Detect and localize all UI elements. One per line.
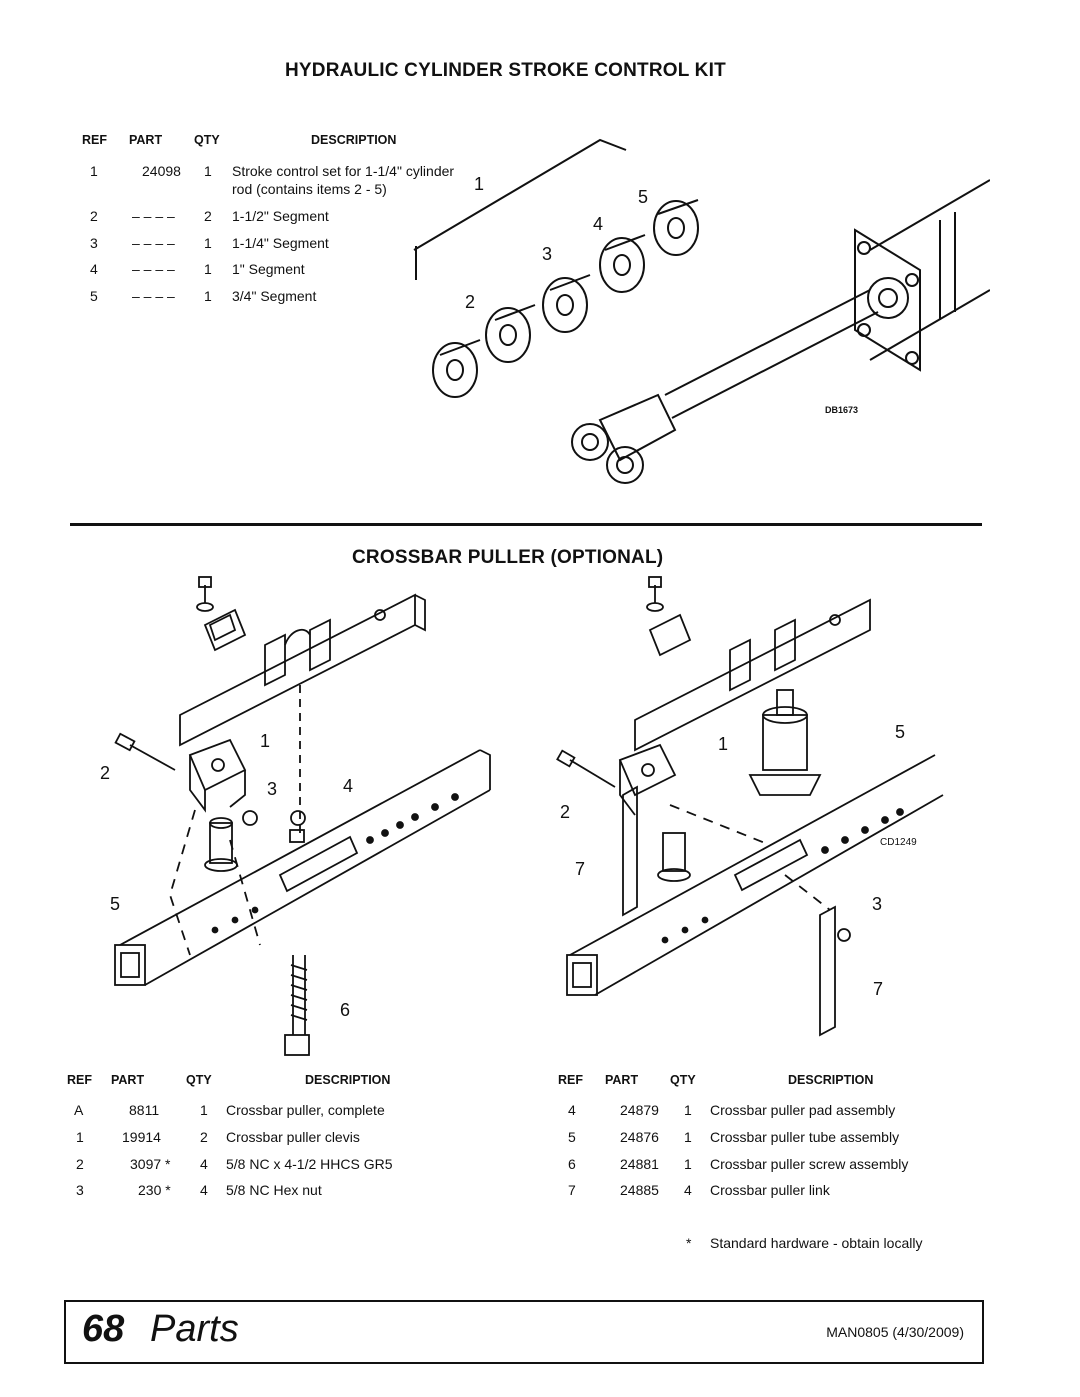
puller-row-ref: 6 [568, 1156, 576, 1172]
puller-row-part: 24876 [620, 1129, 659, 1145]
kit-header-ref: REF [82, 133, 107, 147]
puller-row-qty: 1 [684, 1129, 692, 1145]
kit-row-part: – – – – [132, 261, 175, 277]
kit-row-qty: 1 [204, 163, 212, 179]
kit-row-desc: Stroke control set for 1-1/4" cylinder [232, 163, 455, 179]
kit-row-qty: 1 [204, 235, 212, 251]
puller-right-header-part: PART [605, 1073, 639, 1087]
right-label-5: 5 [895, 722, 905, 742]
kit-row-part: 24098 [142, 163, 181, 179]
puller-row-qty: 2 [200, 1129, 208, 1145]
puller-left-header-qty: QTY [186, 1073, 212, 1087]
puller-left-header-ref: REF [67, 1073, 92, 1087]
puller-left-header-description: DESCRIPTION [305, 1073, 391, 1087]
kit-section-title: HYDRAULIC CYLINDER STROKE CONTROL KIT [285, 60, 726, 81]
kit-label-3: 3 [542, 244, 552, 264]
puller-right-header-qty: QTY [670, 1073, 696, 1087]
kit-row-qty: 2 [204, 208, 212, 224]
puller-row-desc: 5/8 NC Hex nut [226, 1182, 322, 1198]
puller-row-part: 24881 [620, 1156, 659, 1172]
document-id: MAN0805 (4/30/2009) [826, 1324, 964, 1340]
crossbar-puller-diagram-right: 1 2 3 5 7 7 CD1249 [556, 576, 944, 1037]
puller-row-part: 8811 [129, 1102, 160, 1118]
kit-header-qty: QTY [194, 133, 220, 147]
section-divider [70, 523, 982, 526]
puller-section-title: CROSSBAR PULLER (OPTIONAL) [352, 547, 664, 568]
left-label-3: 3 [267, 779, 277, 799]
page-section-name: Parts [150, 1308, 239, 1350]
footnote-text: Standard hardware - obtain locally [710, 1235, 923, 1251]
right-label-7a: 7 [575, 859, 585, 879]
crossbar-puller-diagram-left: 1 2 3 4 5 6 [100, 576, 491, 1056]
footnote-star: * [686, 1235, 692, 1251]
puller-row-qty: 1 [684, 1156, 692, 1172]
puller-row-qty: 4 [200, 1182, 208, 1198]
puller-left-header-part: PART [111, 1073, 145, 1087]
right-drawing-code: CD1249 [880, 837, 917, 848]
right-label-1: 1 [718, 734, 728, 754]
kit-row-ref: 4 [90, 261, 98, 277]
kit-header-part: PART [129, 133, 163, 147]
left-label-5: 5 [110, 894, 120, 914]
kit-row-part: – – – – [132, 208, 175, 224]
puller-row-desc: Crossbar puller, complete [226, 1102, 385, 1118]
right-label-2: 2 [560, 802, 570, 822]
puller-row-ref: 1 [76, 1129, 84, 1145]
puller-right-header-ref: REF [558, 1073, 583, 1087]
right-label-7b: 7 [873, 979, 883, 999]
kit-row-ref: 2 [90, 208, 98, 224]
puller-row-desc: Crossbar puller link [710, 1182, 830, 1198]
puller-row-qty: 4 [200, 1156, 208, 1172]
left-label-2: 2 [100, 763, 110, 783]
puller-row-desc: Crossbar puller screw assembly [710, 1156, 909, 1172]
puller-row-ref: 2 [76, 1156, 84, 1172]
kit-row-desc: 1-1/4" Segment [232, 235, 329, 251]
kit-row-desc: 1" Segment [232, 261, 305, 277]
kit-row-part: – – – – [132, 235, 175, 251]
puller-row-part: 3097 * [130, 1156, 171, 1172]
puller-row-ref: 4 [568, 1102, 576, 1118]
kit-row-ref: 1 [90, 163, 98, 179]
puller-row-part: 230 * [138, 1182, 171, 1198]
puller-row-qty: 1 [684, 1102, 692, 1118]
puller-row-qty: 4 [684, 1182, 692, 1198]
kit-label-4: 4 [593, 214, 603, 234]
kit-label-2: 2 [465, 292, 475, 312]
left-label-4: 4 [343, 776, 353, 796]
right-label-3: 3 [872, 894, 882, 914]
kit-row-ref: 3 [90, 235, 98, 251]
puller-right-header-description: DESCRIPTION [788, 1073, 874, 1087]
puller-row-qty: 1 [200, 1102, 208, 1118]
puller-row-ref: 3 [76, 1182, 84, 1198]
kit-row-qty: 1 [204, 288, 212, 304]
puller-row-ref: 7 [568, 1182, 576, 1198]
puller-row-part: 24879 [620, 1102, 659, 1118]
kit-drawing-code: DB1673 [825, 405, 858, 415]
puller-row-desc: 5/8 NC x 4-1/2 HHCS GR5 [226, 1156, 393, 1172]
puller-row-ref: A [74, 1102, 84, 1118]
puller-row-desc: Crossbar puller tube assembly [710, 1129, 900, 1145]
puller-row-desc: Crossbar puller pad assembly [710, 1102, 896, 1118]
kit-row-ref: 5 [90, 288, 98, 304]
kit-row-desc: 1-1/2" Segment [232, 208, 329, 224]
page-number: 68 [82, 1308, 125, 1350]
left-label-6: 6 [340, 1000, 350, 1020]
kit-row-qty: 1 [204, 261, 212, 277]
puller-row-part: 24885 [620, 1182, 659, 1198]
kit-row-desc: 3/4" Segment [232, 288, 317, 304]
kit-row-part: – – – – [132, 288, 175, 304]
kit-row-desc-cont: rod (contains items 2 - 5) [232, 181, 387, 197]
kit-label-5: 5 [638, 187, 648, 207]
kit-header-description: DESCRIPTION [311, 133, 397, 147]
puller-row-ref: 5 [568, 1129, 576, 1145]
page-footer: 68 Parts MAN0805 (4/30/2009) [64, 1300, 984, 1364]
puller-row-part: 19914 [122, 1129, 161, 1145]
kit-label-1: 1 [474, 174, 484, 194]
puller-row-desc: Crossbar puller clevis [226, 1129, 360, 1145]
stroke-control-kit-diagram: 1 2 3 4 5 DB1673 [413, 138, 990, 484]
left-label-1: 1 [260, 731, 270, 751]
